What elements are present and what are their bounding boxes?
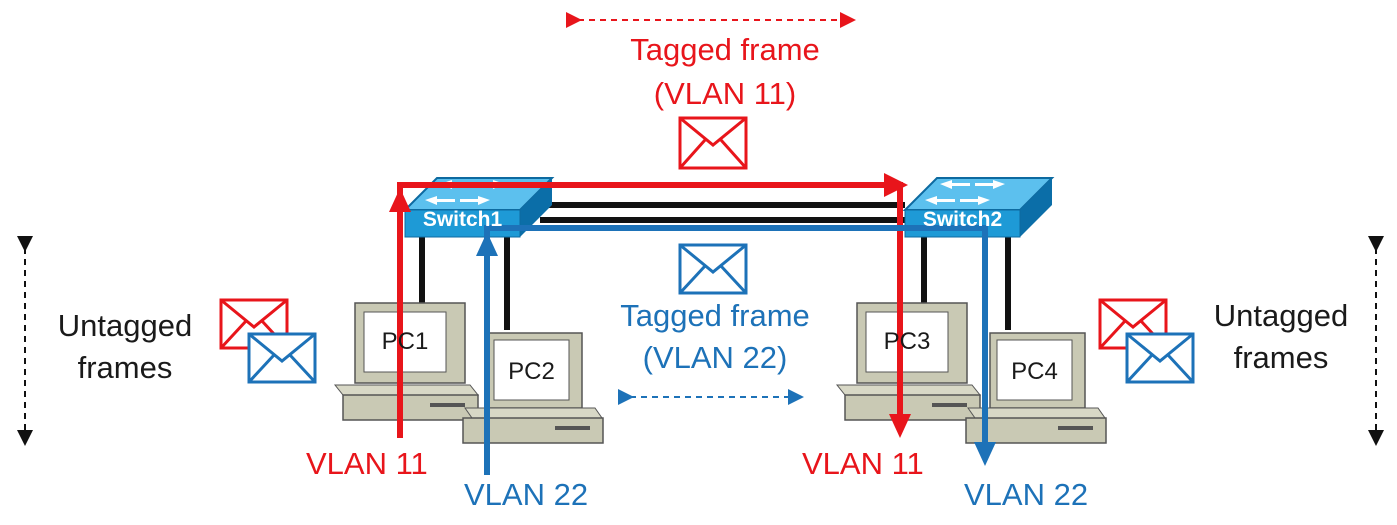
vlan11-arrowhead-up bbox=[389, 188, 411, 212]
black-links bbox=[419, 202, 1011, 330]
vlan11-arrowhead-right bbox=[884, 173, 908, 197]
switch1-icon bbox=[402, 177, 555, 238]
pc1-icon bbox=[333, 302, 480, 421]
pc1-label: PC1 bbox=[381, 328, 429, 355]
envelope-blue-mid-icon bbox=[678, 243, 748, 295]
pc3-icon bbox=[835, 302, 982, 421]
untagged-left-line1: Untagged bbox=[57, 308, 193, 343]
vlan11-path-arrow bbox=[397, 182, 903, 438]
mid-tagged-line2: (VLAN 22) bbox=[642, 340, 788, 375]
vlan-label-pc2: VLAN 22 bbox=[464, 477, 589, 512]
vlan-label-pc4: VLAN 22 bbox=[964, 477, 1089, 512]
vlan22-arrowhead-down bbox=[974, 442, 996, 466]
switch2-icon bbox=[902, 177, 1055, 238]
pc3-label: PC3 bbox=[883, 328, 931, 355]
top-tagged-line1: Tagged frame bbox=[630, 32, 820, 67]
switch2-label: Switch2 bbox=[922, 208, 1003, 231]
top-tagged-line2: (VLAN 11) bbox=[653, 76, 797, 111]
untagged-left-line2: frames bbox=[77, 350, 173, 385]
pc2-icon bbox=[462, 332, 604, 444]
vlan-label-pc3: VLAN 11 bbox=[802, 446, 924, 481]
pc4-icon bbox=[965, 332, 1107, 444]
untagged-right-line2: frames bbox=[1233, 340, 1329, 375]
switch1-label: Switch1 bbox=[422, 208, 503, 231]
vlan11-arrowhead-down bbox=[889, 414, 911, 438]
envelope-red-top-icon bbox=[678, 116, 748, 170]
pc2-label: PC2 bbox=[508, 358, 555, 385]
vlan22-arrowhead-up bbox=[476, 232, 498, 256]
vlan-label-pc1: VLAN 11 bbox=[306, 446, 428, 481]
envelope-blue-right-icon bbox=[1125, 332, 1195, 384]
pc4-label: PC4 bbox=[1011, 358, 1058, 385]
untagged-right-line1: Untagged bbox=[1213, 298, 1349, 333]
envelope-blue-left-icon bbox=[247, 332, 317, 384]
vlan22-path-arrow bbox=[484, 225, 988, 475]
mid-tagged-line1: Tagged frame bbox=[620, 298, 810, 333]
